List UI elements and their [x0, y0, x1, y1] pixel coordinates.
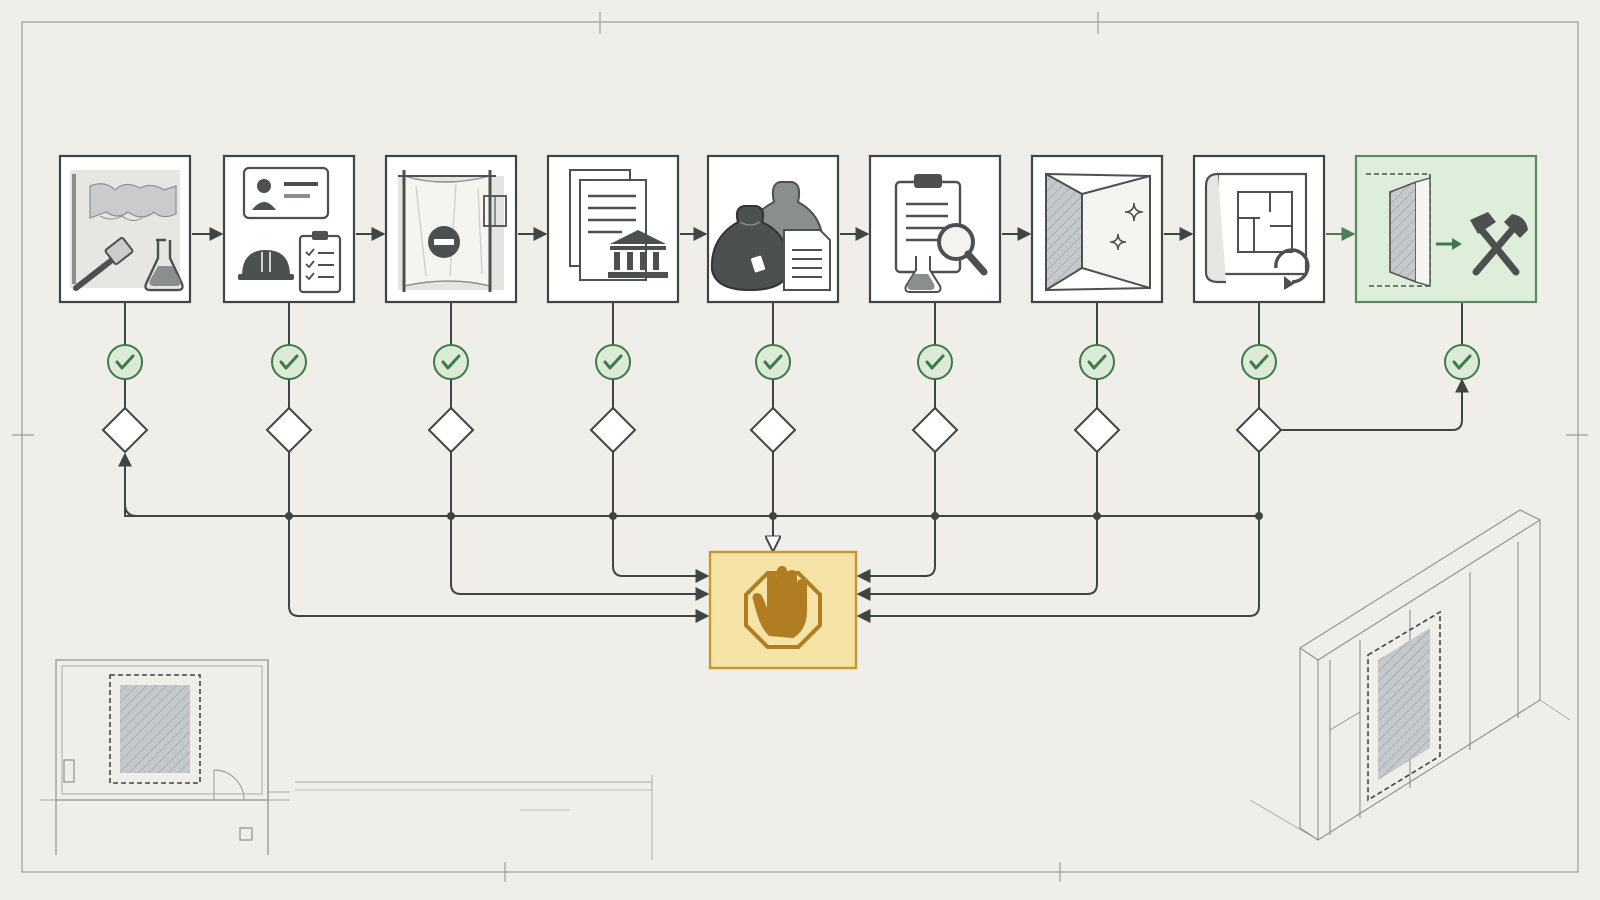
stop-feed-r-5: [856, 516, 936, 583]
check-circle-icon: [1444, 344, 1480, 380]
floor-plan-sketch: [40, 659, 653, 860]
check-circle-icon: [271, 344, 307, 380]
decision-diamond: [911, 406, 959, 454]
stop-feed-r-6: [856, 516, 1098, 601]
stop-feed-l-3: [612, 516, 710, 583]
step-8: [1192, 154, 1326, 454]
step-6: [868, 154, 1002, 454]
wall-opening-tools-icon: [1366, 173, 1528, 287]
id-card-hardhat-checklist-icon: [238, 166, 342, 294]
stop-feed-r-7: [856, 516, 1260, 623]
loop-back-corner: [124, 503, 138, 517]
stop-hand-icon: [744, 566, 822, 649]
pass-route-arrow: [1281, 378, 1469, 431]
sheet-frame: [12, 12, 1588, 882]
step-7: [1030, 154, 1164, 454]
stop-feed-l-1: [288, 516, 710, 623]
check-circle-icon: [917, 344, 953, 380]
process-steps: [58, 154, 1538, 454]
decision-diamond: [749, 406, 797, 454]
stop-work-node: [708, 550, 858, 670]
step-4: [546, 154, 680, 454]
documents-government-icon: [569, 169, 668, 281]
decision-diamond: [427, 406, 475, 454]
check-circle-icon: [107, 344, 143, 380]
step-1: [58, 154, 192, 454]
step-2: [222, 154, 356, 454]
containment-sheet-no-entry-icon: [398, 170, 507, 292]
check-circle-icon: [755, 344, 791, 380]
flow-connectors: [118, 227, 1469, 623]
paint-brush-flask-icon: [70, 170, 184, 292]
stop-feed-l-2: [450, 516, 710, 601]
clipboard-magnifier-flask-icon: [894, 174, 988, 293]
decision-diamond: [265, 406, 313, 454]
clean-room-sparkle-icon: [1045, 172, 1151, 292]
wall-framing-sketch: [1249, 509, 1571, 841]
decision-diamond: [101, 406, 149, 454]
step-5: [706, 154, 840, 454]
decision-diamond: [589, 406, 637, 454]
check-circle-icon: [1079, 344, 1115, 380]
loop-back-line: [124, 456, 137, 517]
decision-diamond: [1235, 406, 1283, 454]
waste-bags-manifest-icon: [710, 181, 831, 292]
check-circle-icon: [433, 344, 469, 380]
step-3: [384, 154, 518, 454]
check-circle-icon: [1241, 344, 1277, 380]
blueprint-refresh-icon: [1204, 172, 1310, 290]
check-circle-icon: [595, 344, 631, 380]
decision-diamond: [1073, 406, 1121, 454]
step-9: [1354, 154, 1538, 380]
step-box: [1354, 154, 1538, 304]
